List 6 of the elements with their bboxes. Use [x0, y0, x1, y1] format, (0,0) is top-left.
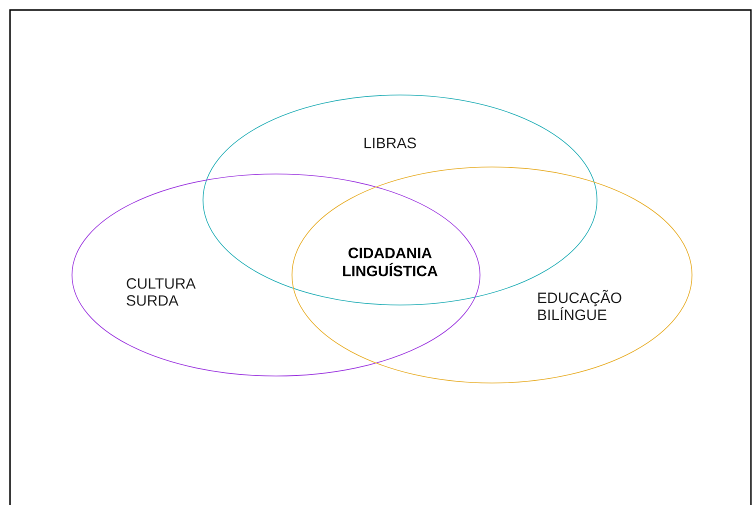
set-label: CULTURA SURDA: [126, 278, 196, 306]
set-label: LIBRAS: [364, 138, 416, 148]
set-label: EDUCAÇÃO BILÍNGUE: [538, 290, 622, 320]
venn-ellipse: [72, 174, 480, 376]
venn-ellipse: [292, 166, 692, 384]
overlap-label: CIDADANIA LINGUÍSTICA: [343, 248, 438, 276]
